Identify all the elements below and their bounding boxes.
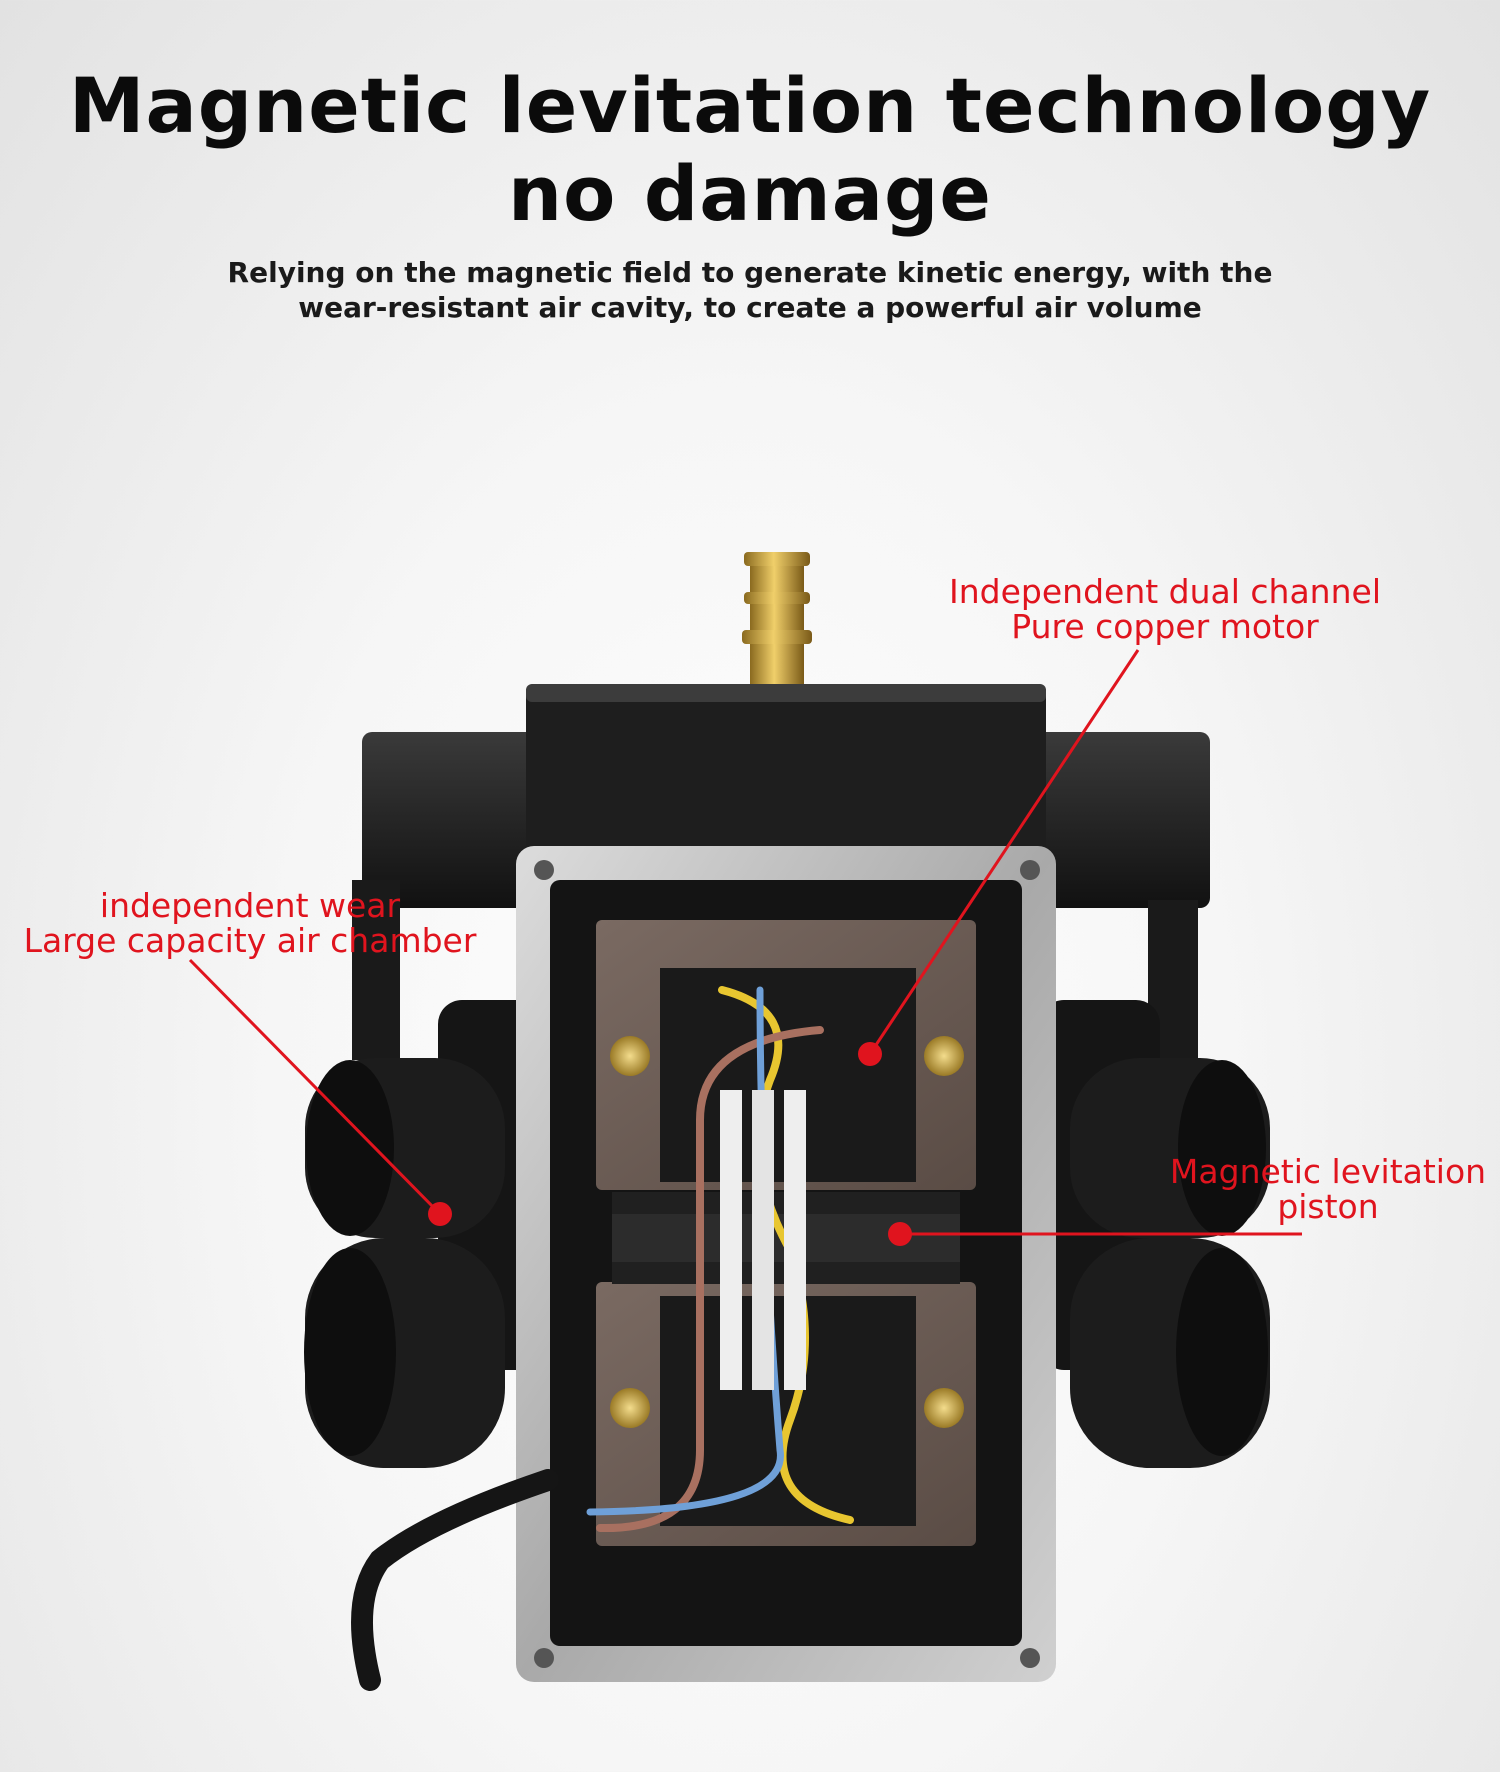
callout-chamber-line-2: Large capacity air chamber xyxy=(23,921,477,960)
brass-screws xyxy=(610,1036,964,1428)
left-pipe xyxy=(352,880,400,1060)
callout-motor: Independent dual channel Pure copper mot… xyxy=(905,574,1425,644)
callout-leaders xyxy=(188,649,1302,1246)
callout-piston-line-1: Magnetic levitation xyxy=(1169,1152,1487,1191)
wiring xyxy=(586,986,854,1533)
headline-line-2: no damage xyxy=(508,149,992,238)
subtitle: Relying on the magnetic field to generat… xyxy=(0,255,1500,325)
callout-air-chamber: independent wear Large capacity air cham… xyxy=(0,888,500,958)
callout-piston: Magnetic levitation piston xyxy=(1148,1154,1500,1224)
callout-chamber-line-1: independent wear xyxy=(99,886,401,925)
subtitle-line-1: Relying on the magnetic field to generat… xyxy=(227,256,1273,289)
right-air-chamber xyxy=(1040,1000,1270,1468)
callout-motor-line-1: Independent dual channel xyxy=(949,572,1381,611)
power-cord xyxy=(351,1469,559,1691)
subtitle-line-2: wear-resistant air cavity, to create a p… xyxy=(298,291,1202,324)
callout-piston-line-2: piston xyxy=(1277,1187,1379,1226)
headline: Magnetic levitation technology no damage xyxy=(0,62,1500,238)
brass-nozzle xyxy=(742,552,812,692)
callout-motor-line-2: Pure copper motor xyxy=(1011,607,1319,646)
headline-line-1: Magnetic levitation technology xyxy=(68,61,1432,150)
